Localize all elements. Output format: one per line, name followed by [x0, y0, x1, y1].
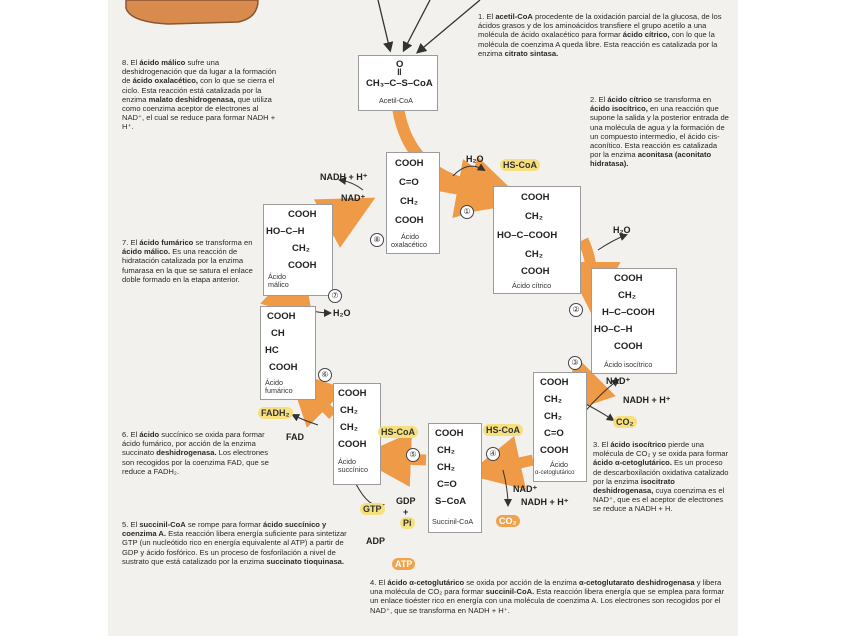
h2o-label-1: H₂O	[466, 154, 484, 164]
mitochondrion-illustration	[125, 0, 259, 25]
co2-label-4: CO₂	[496, 515, 520, 527]
textbook-page: 1. El acetil-CoA procedente de la oxidac…	[108, 0, 738, 636]
step-8-marker: ⑧	[370, 233, 384, 247]
nadh-label-8: NADH + H⁺	[320, 172, 368, 182]
hscoa-label-4: HS-CoA	[483, 424, 523, 436]
fadh2-label: FADH₂	[258, 407, 293, 419]
malico-box: COOH HO–C–H CH₂ COOH Ácido málico	[263, 204, 333, 296]
hscoa-label-1: HS-CoA	[500, 159, 540, 171]
step-1-marker: ①	[460, 205, 474, 219]
hscoa-label-5: HS-CoA	[378, 426, 418, 438]
note-step-8: 8. El ácido málico sufre una deshidrogen…	[122, 58, 277, 132]
step-6-marker: ⑥	[318, 368, 332, 382]
oxalacetico-box: COOH C=O CH₂ COOH Ácido oxalacético	[386, 152, 440, 254]
note-step-1: 1. El acetil-CoA procedente de la oxidac…	[478, 12, 722, 58]
step-7-marker: ⑦	[328, 289, 342, 303]
pi-label: Pi	[400, 517, 415, 529]
note-step-6: 6. El ácido succínico se oxida para form…	[122, 430, 269, 476]
succinico-box: COOH CH₂ CH₂ COOH Ácido succínico	[333, 383, 381, 485]
citrico-box: COOH CH₂ HO–C–COOH CH₂ COOH Ácido cítric…	[493, 186, 581, 294]
adp-label: ADP	[366, 536, 386, 546]
nadh-label-3: NADH + H⁺	[623, 395, 671, 405]
fad-label: FAD	[286, 432, 304, 442]
step-2-marker: ②	[569, 303, 583, 317]
co2-label-3: CO₂	[613, 416, 637, 428]
step-3-marker: ③	[568, 356, 582, 370]
h2o-label-2: H₂O	[613, 225, 631, 235]
nad-label-3: NAD⁺	[606, 376, 631, 386]
nad-label-4: NAD⁺	[513, 484, 538, 494]
nad-label-8: NAD⁺	[341, 193, 366, 203]
step-5-marker: ⑤	[406, 448, 420, 462]
gdp-label: GDP	[396, 496, 416, 506]
fumarico-box: COOH CH HC COOH Ácido fumárico	[260, 306, 316, 400]
acetil-coa-box: O ‖ CH₃–C–S–CoA Acetil-CoA	[358, 55, 438, 111]
isocitrico-box: COOH CH₂ H–C–COOH HO–C–H COOH Ácido isoc…	[591, 268, 677, 374]
note-step-3: 3. El ácido isocítrico pierde una molécu…	[593, 440, 729, 514]
nadh-label-4: NADH + H⁺	[521, 497, 569, 507]
step-4-marker: ④	[486, 447, 500, 461]
plus-label: +	[403, 507, 409, 517]
h2o-label-7: H₂O	[333, 308, 351, 318]
note-step-2: 2. El ácido cítrico se transforma en áci…	[590, 95, 729, 169]
note-step-5: 5. El succinil-CoA se rompe para formar …	[122, 520, 347, 566]
atp-label: ATP	[392, 558, 416, 570]
note-step-7: 7. El ácido fumárico se transforma en ác…	[122, 238, 253, 284]
cetoglutarico-box: COOH CH₂ CH₂ C=O COOH Ácido α-cetoglutár…	[533, 372, 587, 482]
succinil-coa-box: COOH CH₂ CH₂ C=O S–CoA Succinil-CoA	[428, 423, 482, 533]
gtp-label: GTP	[360, 503, 385, 515]
note-step-4: 4. El ácido α-cetoglutárico se oxida por…	[370, 578, 725, 615]
